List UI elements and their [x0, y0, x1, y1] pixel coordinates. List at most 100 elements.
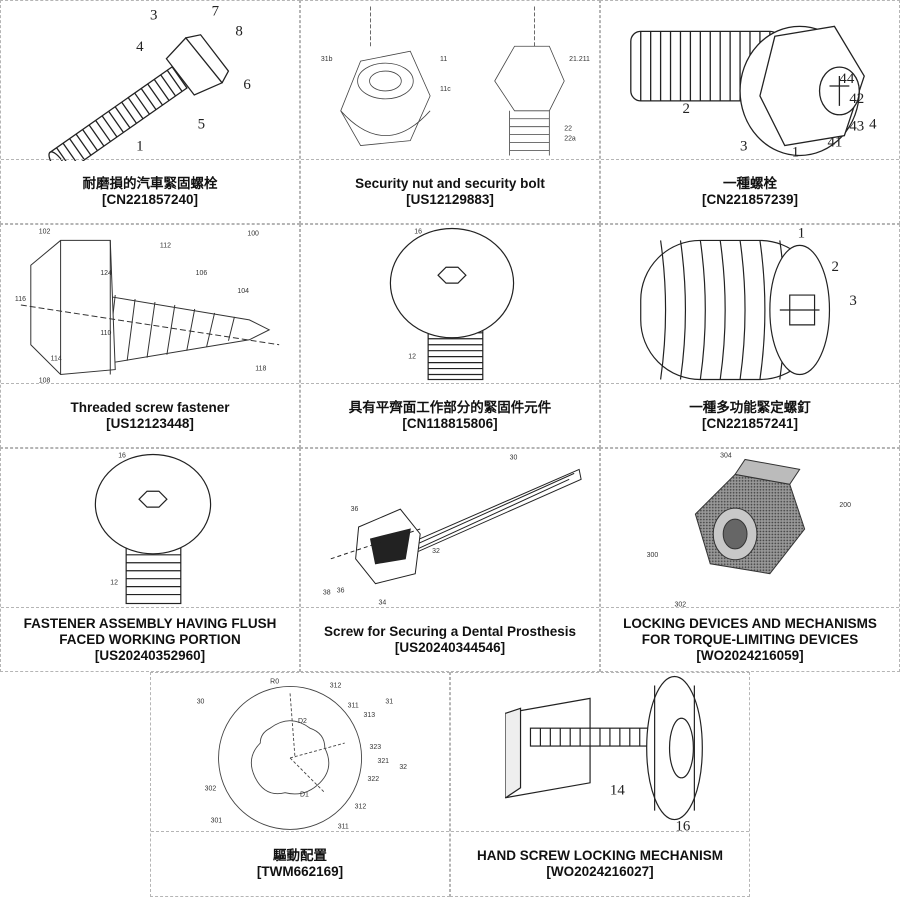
patent-caption: Threaded screw fastener [US12123448] [1, 383, 299, 447]
svg-text:16: 16 [414, 228, 422, 235]
patent-title: Screw for Securing a Dental Prosthesis [324, 624, 576, 640]
patent-card[interactable]: 1 2 3 一種多功能緊定螺釘 [CN221857241] [600, 224, 900, 448]
patent-number[interactable]: [US12129883] [406, 192, 494, 208]
svg-text:200: 200 [839, 502, 851, 509]
patent-number[interactable]: [WO2024216059] [696, 648, 803, 664]
patent-title-line2: FACED WORKING PORTION [59, 632, 241, 648]
patent-title: 耐磨損的汽車緊固螺栓 [83, 176, 218, 192]
patent-card[interactable]: 304 200 300 302 LOCKING DEVICES AND MECH… [600, 448, 900, 672]
svg-text:114: 114 [51, 356, 62, 363]
svg-text:D1: D1 [300, 792, 309, 799]
svg-text:R0: R0 [270, 678, 279, 685]
svg-text:43: 43 [849, 119, 864, 135]
svg-text:22: 22 [564, 126, 572, 133]
patent-caption: Security nut and security bolt [US121298… [301, 159, 599, 223]
svg-text:116: 116 [15, 296, 26, 303]
svg-text:300: 300 [647, 552, 659, 559]
svg-text:322: 322 [368, 776, 380, 783]
svg-text:313: 313 [364, 712, 376, 719]
patent-number[interactable]: [WO2024216027] [546, 864, 653, 880]
patent-card[interactable]: 44 42 4 43 41 2 3 1 一種螺栓 [CN221857239] [600, 0, 900, 224]
patent-title: Threaded screw fastener [70, 400, 229, 416]
svg-text:321: 321 [377, 758, 389, 765]
svg-text:118: 118 [255, 366, 266, 373]
flush-head-screw-drawing-icon: 16 12 [1, 449, 299, 609]
patent-number[interactable]: [TWM662169] [257, 864, 343, 880]
patent-number[interactable]: [US20240344546] [395, 640, 505, 656]
svg-text:3: 3 [150, 7, 157, 23]
flush-head-screw-drawing-icon: 16 12 [301, 225, 599, 385]
svg-text:4: 4 [136, 39, 144, 55]
svg-text:21.211: 21.211 [569, 56, 590, 63]
patent-number[interactable]: [US20240352960] [95, 648, 205, 664]
patent-caption: FASTENER ASSEMBLY HAVING FLUSH FACED WOR… [1, 607, 299, 671]
drive-recess-drawing-icon: R0 312 31 311 313 D2 323 321 32 322 30 3… [151, 673, 449, 833]
svg-text:1: 1 [798, 225, 805, 241]
svg-text:16: 16 [118, 452, 126, 459]
svg-text:32: 32 [432, 548, 440, 555]
svg-text:11: 11 [440, 56, 447, 63]
patent-card[interactable]: 16 12 FASTENER ASSEMBLY HAVING FLUSH FAC… [0, 448, 300, 672]
patent-number[interactable]: [CN221857240] [102, 192, 198, 208]
svg-text:312: 312 [355, 804, 367, 811]
patent-number[interactable]: [CN221857239] [702, 192, 798, 208]
svg-text:44: 44 [839, 71, 854, 87]
svg-text:31b: 31b [321, 56, 333, 63]
patent-caption: 驅動配置 [TWM662169] [151, 831, 449, 896]
svg-text:2: 2 [682, 101, 689, 117]
patent-number[interactable]: [CN118815806] [402, 416, 497, 432]
svg-text:6: 6 [243, 77, 250, 93]
patent-title: 驅動配置 [273, 848, 327, 864]
svg-text:112: 112 [160, 242, 171, 249]
svg-text:34: 34 [378, 599, 386, 606]
svg-text:12: 12 [408, 354, 416, 361]
svg-text:30: 30 [510, 454, 518, 461]
svg-text:7: 7 [212, 3, 220, 19]
svg-text:32: 32 [399, 764, 407, 771]
patent-number[interactable]: [US12123448] [106, 416, 194, 432]
svg-text:106: 106 [196, 270, 208, 277]
patent-title: LOCKING DEVICES AND MECHANISMS [623, 616, 877, 632]
svg-text:D2: D2 [298, 718, 307, 725]
svg-text:1: 1 [136, 139, 143, 155]
patent-title: HAND SCREW LOCKING MECHANISM [477, 848, 723, 864]
svg-text:42: 42 [849, 91, 864, 107]
patent-caption: LOCKING DEVICES AND MECHANISMS FOR TORQU… [601, 607, 899, 671]
svg-text:30: 30 [197, 698, 205, 705]
patent-caption: 具有平齊面工作部分的緊固件元件 [CN118815806] [301, 383, 599, 447]
svg-text:311: 311 [338, 823, 349, 830]
svg-text:304: 304 [720, 452, 732, 459]
patent-card[interactable]: 102 112 100 106 124 104 116 110 114 108 … [0, 224, 300, 448]
svg-text:3: 3 [849, 293, 856, 309]
patent-caption: 耐磨損的汽車緊固螺栓 [CN221857240] [1, 159, 299, 223]
svg-text:104: 104 [237, 288, 249, 295]
patent-caption: 一種螺栓 [CN221857239] [601, 159, 899, 223]
svg-text:323: 323 [370, 744, 382, 751]
patent-number[interactable]: [CN221857241] [702, 416, 798, 432]
flange-bolt-drawing-icon: 44 42 4 43 41 2 3 1 [601, 1, 899, 161]
patent-title: Security nut and security bolt [355, 176, 545, 192]
patent-caption: 一種多功能緊定螺釘 [CN221857241] [601, 383, 899, 447]
set-screw-drawing-icon: 1 2 3 [601, 225, 899, 385]
patent-caption: HAND SCREW LOCKING MECHANISM [WO20242160… [451, 831, 749, 896]
svg-text:100: 100 [247, 230, 259, 237]
svg-text:124: 124 [100, 270, 112, 277]
patent-title: 一種螺栓 [723, 176, 777, 192]
patent-card[interactable]: 30 36 32 38 36 34 Screw for Securing a D… [300, 448, 600, 672]
svg-text:110: 110 [100, 330, 111, 337]
svg-text:312: 312 [330, 682, 342, 689]
patent-card[interactable]: 16 12 具有平齊面工作部分的緊固件元件 [CN118815806] [300, 224, 600, 448]
patent-card[interactable]: R0 312 31 311 313 D2 323 321 32 322 30 3… [150, 672, 450, 897]
svg-text:3: 3 [740, 139, 747, 155]
svg-text:31: 31 [385, 698, 393, 705]
hex-nut-render-icon: 304 200 300 302 [601, 449, 899, 609]
patent-title: 具有平齊面工作部分的緊固件元件 [349, 400, 552, 416]
patent-title: FASTENER ASSEMBLY HAVING FLUSH [24, 616, 277, 632]
patent-card[interactable]: 3 7 8 4 6 5 1 耐磨損的汽車緊固螺栓 [CN221857240] [0, 0, 300, 224]
svg-text:41: 41 [827, 135, 842, 151]
patent-card[interactable]: 14 16 HAND SCREW LOCKING MECHANISM [WO20… [450, 672, 750, 897]
dental-screw-drawing-icon: 30 36 32 38 36 34 [301, 449, 599, 609]
patent-card[interactable]: 31b 11 11c 21.211 22 22a Security nut an… [300, 0, 600, 224]
svg-text:36: 36 [351, 506, 359, 513]
svg-text:14: 14 [610, 783, 625, 799]
